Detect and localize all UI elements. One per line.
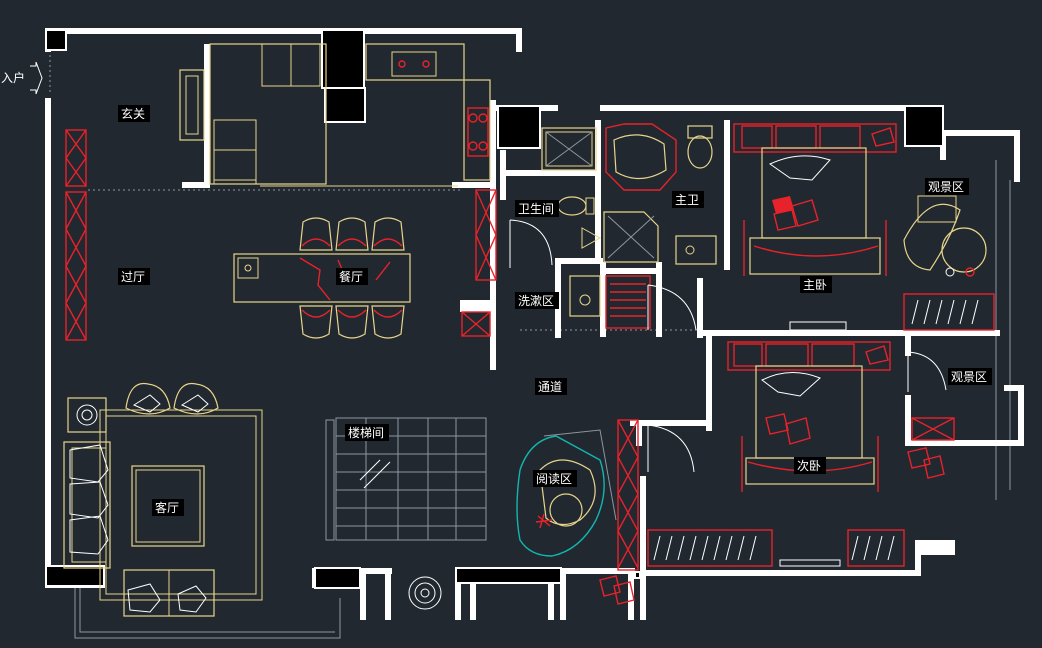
dining-set <box>233 217 411 339</box>
room-labels: 入户 玄关 过厅 餐厅 客厅 楼梯间 阅读区 通道 卫生间 洗漱区 主卫 主卧 … <box>1 70 992 516</box>
room-label-corridor: 通道 <box>538 380 562 394</box>
dining-chairs-top <box>299 217 405 251</box>
room-label-dining: 餐厅 <box>339 269 363 284</box>
room-label-staircase: 楼梯间 <box>348 425 384 440</box>
room-label-wc: 卫生间 <box>518 202 554 216</box>
living-room-furniture <box>63 382 263 617</box>
walls <box>45 28 1024 620</box>
door-swings <box>509 219 947 473</box>
structural-columns <box>45 29 944 589</box>
reading-area <box>516 429 617 557</box>
balcony-outlines <box>49 55 1011 639</box>
second-bedroom-furniture <box>599 341 945 605</box>
bathrooms <box>541 123 717 329</box>
entrance-arrow-icon <box>30 61 43 95</box>
room-label-second-bed: 次卧 <box>797 459 821 473</box>
room-label-foyer: 玄关 <box>121 106 145 121</box>
master-bedroom-furniture <box>733 123 995 331</box>
kitchen-fixtures <box>179 43 491 187</box>
room-label-view-1: 观景区 <box>928 180 964 194</box>
staircase <box>325 417 487 541</box>
room-label-wash: 洗漱区 <box>518 294 554 308</box>
entrance-label: 入户 <box>1 70 25 85</box>
room-label-hallway: 过厅 <box>121 270 145 284</box>
dining-chairs-bottom <box>299 305 405 339</box>
plant-icon <box>408 576 442 610</box>
room-label-master-bed: 主卧 <box>803 278 827 292</box>
room-label-reading: 阅读区 <box>536 472 572 486</box>
room-label-master-bath: 主卫 <box>675 193 699 207</box>
room-label-view-2: 观景区 <box>951 370 987 384</box>
red-storage-units <box>65 129 955 571</box>
room-label-living: 客厅 <box>155 500 179 515</box>
